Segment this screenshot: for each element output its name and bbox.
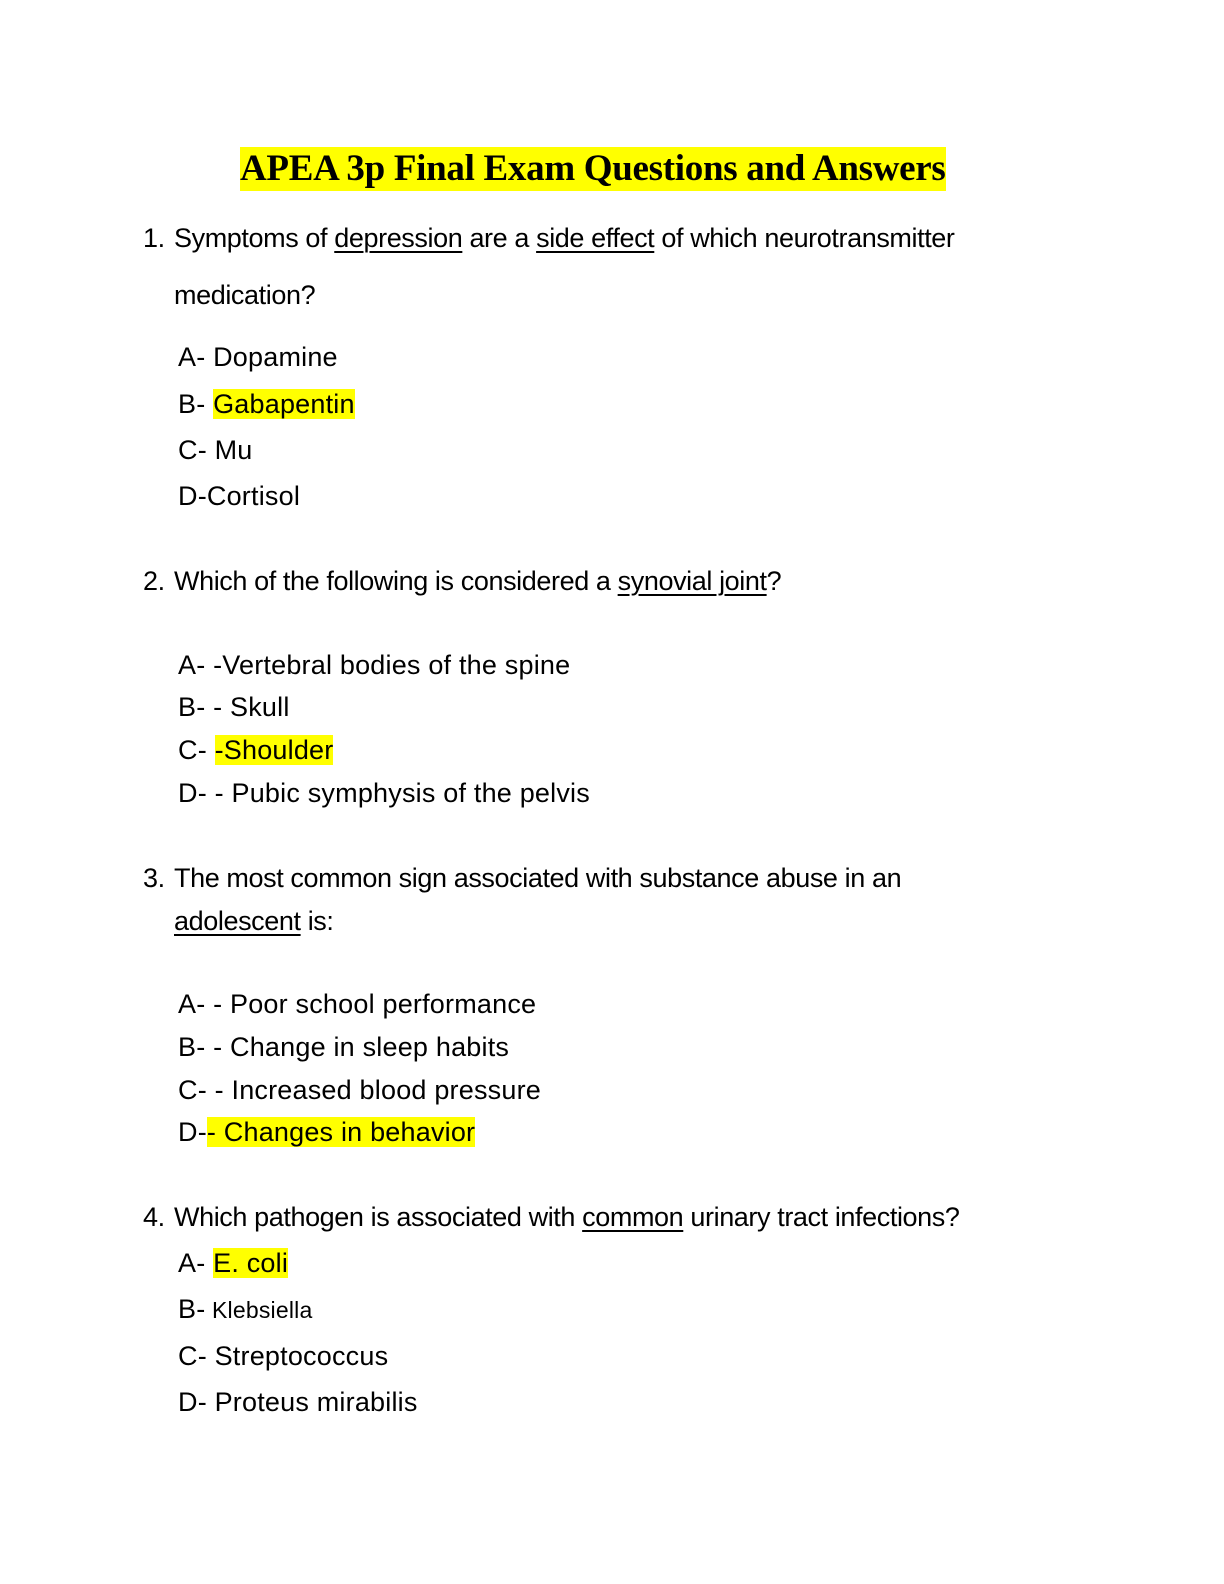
- option-text-highlighted: E. coli: [213, 1248, 289, 1278]
- question-text: Symptoms of: [174, 223, 335, 253]
- option-letter: B-: [178, 1032, 206, 1062]
- answer-option: B- - Change in sleep habits: [178, 1030, 509, 1064]
- option-letter: C-: [178, 735, 207, 765]
- option-text-highlighted: -Shoulder: [214, 735, 334, 765]
- option-text: - Skull: [213, 692, 290, 722]
- option-letter: C-: [178, 1341, 207, 1371]
- answer-option: D-Cortisol: [178, 479, 300, 513]
- answer-option-correct: C- -Shoulder: [178, 733, 334, 767]
- option-text: Dopamine: [213, 342, 338, 372]
- option-text: Mu: [214, 435, 253, 465]
- answer-option: D- Proteus mirabilis: [178, 1385, 418, 1419]
- question-4: 4. Which pathogen is associated with comm…: [143, 1200, 960, 1234]
- document-title: APEA 3p Final Exam Questions and Answers: [240, 147, 946, 191]
- option-text: Streptococcus: [214, 1341, 389, 1371]
- answer-option: A- Dopamine: [178, 340, 338, 374]
- question-text: Which pathogen is associated with: [174, 1202, 583, 1232]
- option-letter: D-: [178, 481, 207, 511]
- answer-option: C- Mu: [178, 433, 253, 467]
- question-1: 1. Symptoms of depression are a side effe…: [143, 221, 955, 255]
- answer-option: B- Klebsiella: [178, 1292, 312, 1327]
- option-letter: D-: [178, 1117, 207, 1147]
- option-letter: B-: [178, 692, 206, 722]
- underlined-term: common: [582, 1202, 684, 1232]
- question-3-continuation: adolescent is:: [174, 904, 334, 938]
- option-letter: D-: [178, 778, 207, 808]
- option-text: - Pubic symphysis of the pelvis: [214, 778, 590, 808]
- question-2: 2. Which of the following is considered a…: [143, 564, 782, 598]
- option-letter: C-: [178, 1075, 207, 1105]
- option-letter: B-: [178, 389, 206, 419]
- option-text: -Vertebral bodies of the spine: [213, 650, 571, 680]
- answer-option: A- -Vertebral bodies of the spine: [178, 648, 570, 682]
- answer-option: C- Streptococcus: [178, 1339, 388, 1373]
- option-text-highlighted: Gabapentin: [213, 389, 355, 419]
- option-letter: C-: [178, 435, 207, 465]
- answer-option-correct: A- E. coli: [178, 1246, 289, 1280]
- question-1-continuation: medication?: [174, 280, 316, 310]
- option-text: - Change in sleep habits: [213, 1032, 510, 1062]
- question-number: 2.: [143, 566, 165, 596]
- option-text: Klebsiella: [212, 1297, 313, 1323]
- question-number: 4.: [143, 1202, 165, 1232]
- answer-option: C- - Increased blood pressure: [178, 1073, 541, 1107]
- option-letter: A-: [178, 342, 206, 372]
- option-letter: A-: [178, 650, 206, 680]
- answer-option: A- - Poor school performance: [178, 987, 536, 1021]
- option-letter: A-: [178, 989, 206, 1019]
- question-text: is:: [300, 906, 334, 936]
- option-letter: B-: [178, 1294, 206, 1324]
- underlined-term: side effect: [536, 223, 655, 253]
- option-text: Cortisol: [206, 481, 301, 511]
- question-number: 1.: [143, 223, 165, 253]
- question-text: Which of the following is considered a: [174, 566, 618, 596]
- option-letter: A-: [178, 1248, 206, 1278]
- option-text-highlighted: - Changes in behavior: [206, 1117, 476, 1147]
- answer-option-correct: B- Gabapentin: [178, 387, 355, 421]
- option-letter: D-: [178, 1387, 207, 1417]
- answer-option-correct: D-- Changes in behavior: [178, 1115, 476, 1149]
- question-text: are a: [462, 223, 537, 253]
- question-text: ?: [766, 566, 782, 596]
- underlined-term: depression: [334, 223, 463, 253]
- option-text: - Poor school performance: [213, 989, 537, 1019]
- option-text: Proteus mirabilis: [214, 1387, 418, 1417]
- question-3: 3. The most common sign associated with s…: [143, 861, 902, 895]
- question-text: The most common sign associated with sub…: [174, 863, 902, 893]
- question-text: of which neurotransmitter: [654, 223, 955, 253]
- answer-option: D- - Pubic symphysis of the pelvis: [178, 776, 590, 810]
- underlined-term: synovial joint: [617, 566, 767, 596]
- underlined-term: adolescent: [174, 906, 301, 936]
- option-text: - Increased blood pressure: [214, 1075, 541, 1105]
- question-number: 3.: [143, 863, 165, 893]
- question-text: urinary tract infections?: [683, 1202, 960, 1232]
- answer-option: B- - Skull: [178, 690, 290, 724]
